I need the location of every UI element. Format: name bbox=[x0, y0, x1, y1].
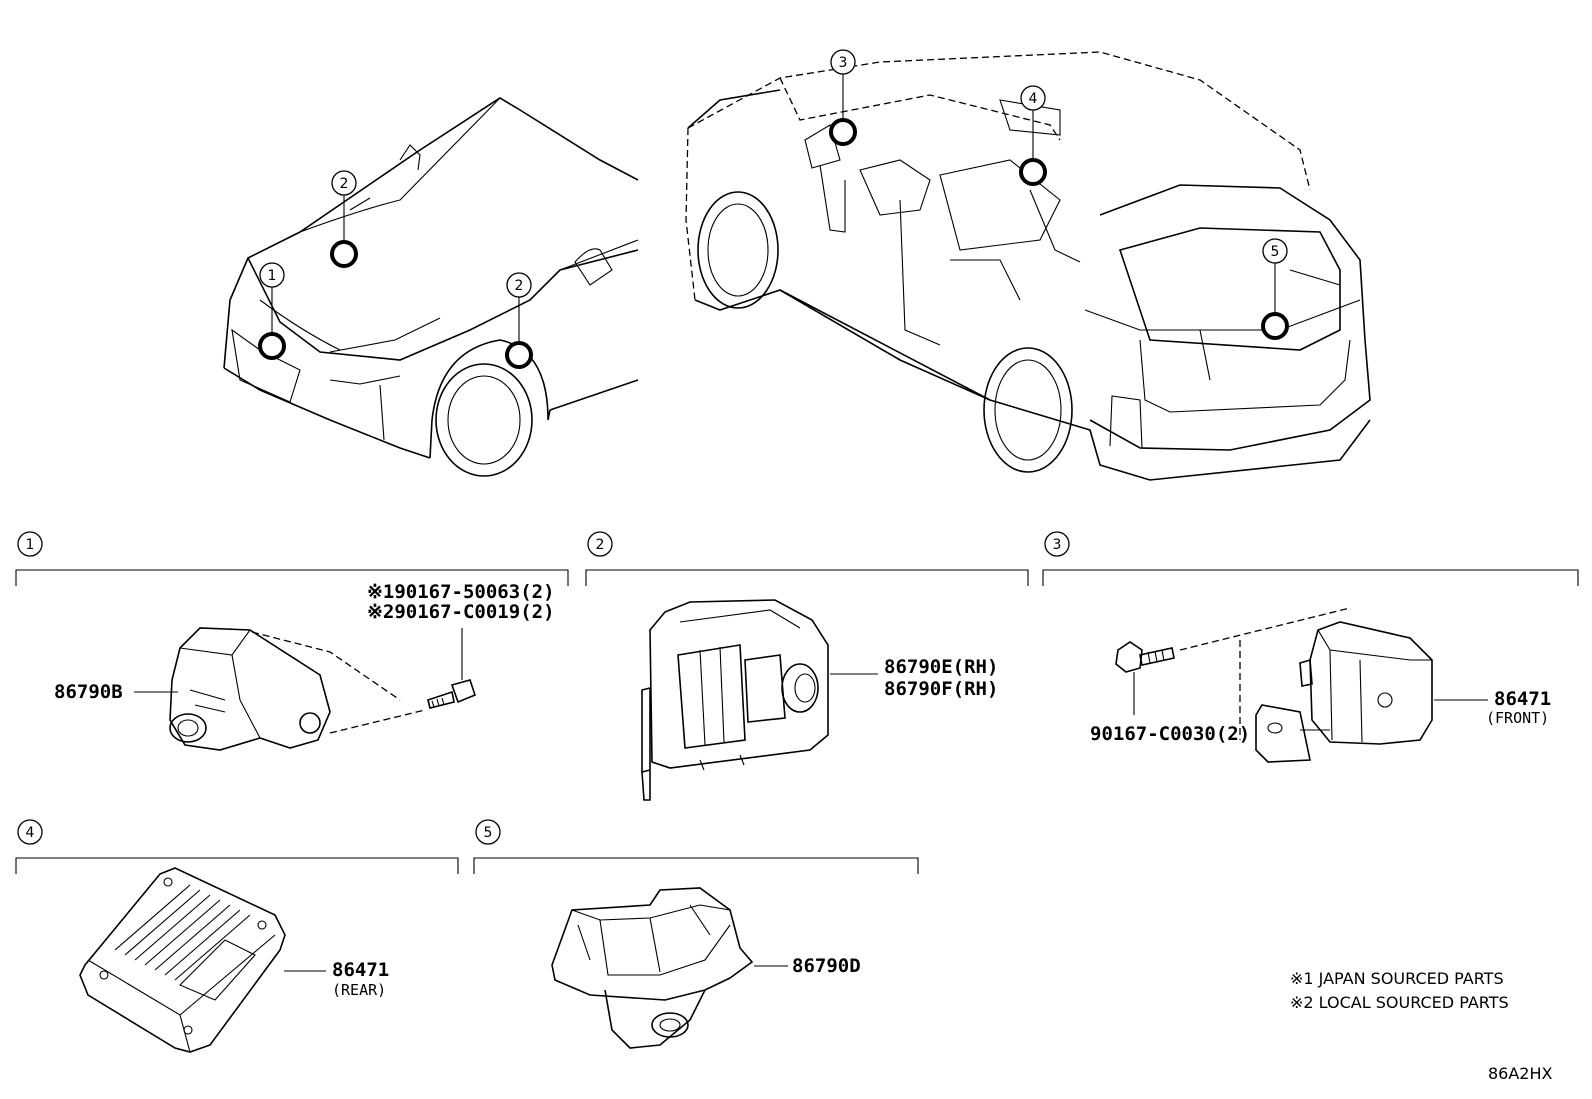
section-number: 4 bbox=[26, 825, 35, 841]
part-86471-front-drawing bbox=[1239, 621, 1433, 763]
part-number-86471-rear: 86471 bbox=[332, 959, 389, 981]
part-86471-rear-drawing bbox=[79, 867, 286, 1053]
section-number: 5 bbox=[484, 825, 493, 841]
part-number-86790F: 86790F(RH) bbox=[884, 678, 998, 700]
diagram-code: 86A2HX bbox=[1488, 1064, 1553, 1083]
section-number: 3 bbox=[1053, 537, 1062, 553]
part-number-90167-C0030: 90167-C0030(2) bbox=[1090, 723, 1250, 745]
part-note-1: ※190167-50063(2) bbox=[367, 581, 555, 603]
part-number-86471-front: 86471 bbox=[1494, 688, 1551, 710]
callout-number: 5 bbox=[1271, 244, 1280, 260]
front-vehicle-drawing bbox=[223, 97, 639, 477]
section-4-header: 4 bbox=[15, 819, 459, 874]
bolt-90167-drawing bbox=[1115, 607, 1351, 715]
part-sub-front: (FRONT) bbox=[1486, 709, 1549, 727]
section-2-header: 2 bbox=[585, 531, 1029, 586]
callout-number: 4 bbox=[1029, 91, 1038, 107]
part-86790E-drawing bbox=[641, 599, 829, 801]
callout-number: 2 bbox=[515, 278, 524, 294]
section-3-header: 3 bbox=[1042, 531, 1579, 586]
part-86790B-drawing bbox=[169, 627, 426, 751]
part-number-86790B: 86790B bbox=[54, 681, 123, 703]
part-note-2: ※290167-C0019(2) bbox=[367, 601, 555, 623]
part-sub-rear: (REAR) bbox=[332, 981, 386, 999]
callout-4-cabin: 4 bbox=[1019, 85, 1047, 186]
callout-number: 1 bbox=[268, 268, 277, 284]
bolt-drawing bbox=[427, 628, 476, 709]
callout-number: 2 bbox=[340, 176, 349, 192]
part-number-86790D: 86790D bbox=[792, 955, 861, 977]
rear-vehicle-drawing bbox=[685, 51, 1371, 481]
callout-2-fender: 2 bbox=[505, 272, 533, 369]
section-5-header: 5 bbox=[473, 819, 919, 874]
section-number: 2 bbox=[596, 537, 605, 553]
legend-line-2: ※2 LOCAL SOURCED PARTS bbox=[1290, 993, 1509, 1012]
legend-line-1: ※1 JAPAN SOURCED PARTS bbox=[1290, 969, 1504, 988]
callout-5-tailgate: 5 bbox=[1261, 238, 1289, 340]
callout-2-hood: 2 bbox=[330, 170, 358, 268]
callout-number: 3 bbox=[839, 55, 848, 71]
part-number-86790E: 86790E(RH) bbox=[884, 656, 998, 678]
part-86790D-drawing bbox=[551, 887, 754, 1049]
callout-1-front: 1 bbox=[258, 262, 286, 360]
section-number: 1 bbox=[26, 537, 35, 553]
section-1-header: 1 bbox=[15, 531, 569, 586]
callout-3-windshield: 3 bbox=[829, 49, 857, 146]
